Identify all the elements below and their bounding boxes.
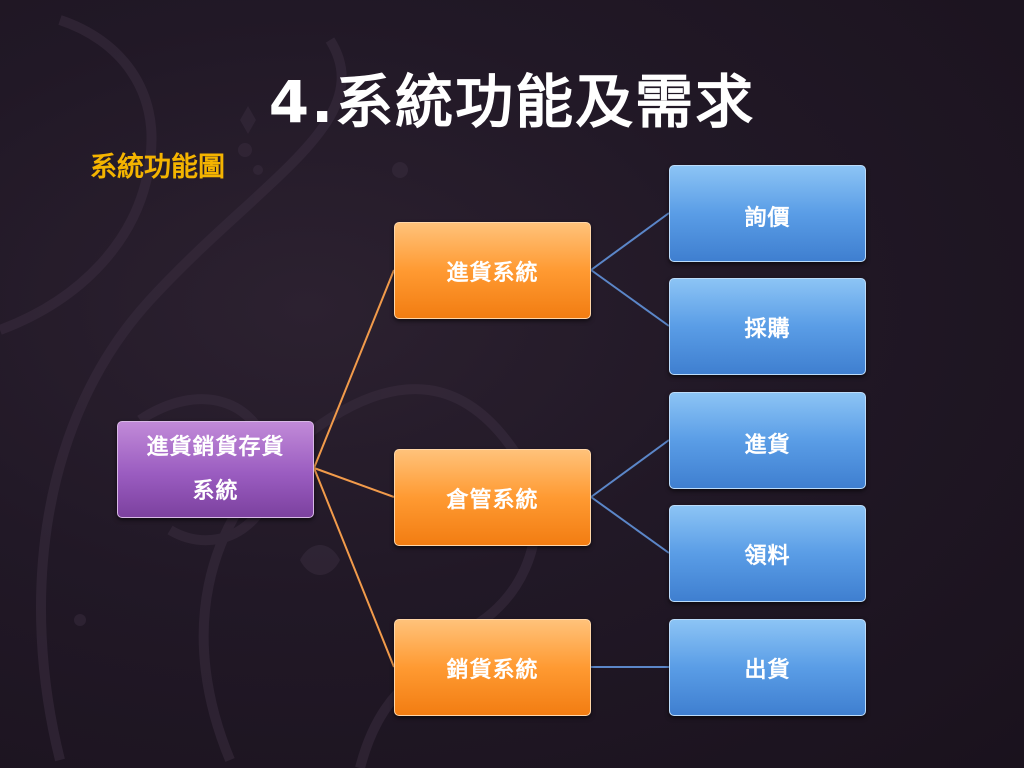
node-label: 領料: [744, 543, 791, 569]
node-warehouse-system: 倉管系統: [394, 449, 591, 546]
connector-root-warehouse: [313, 467, 395, 498]
diagram-heading: 系統功能圖: [90, 152, 225, 183]
connector-purchase-inquiry: [590, 212, 670, 271]
node-label: 出貨: [744, 657, 791, 683]
connector-warehouse-issue: [590, 496, 670, 554]
node-purchase-system: 進貨系統: [394, 222, 591, 319]
node-sales-system: 銷貨系統: [394, 619, 591, 716]
connector-purchase-buy: [590, 269, 670, 327]
connector-root-purchase: [313, 269, 395, 469]
connector-root-sales: [313, 467, 395, 668]
node-inquiry: 詢價: [669, 165, 866, 262]
node-label: 倉管系統: [446, 487, 539, 513]
node-label: 詢價: [744, 206, 791, 231]
node-label: 銷貨系統: [446, 657, 539, 683]
slide-title: 4.系統功能及需求: [268, 68, 756, 136]
root-node-label-line2: 系統: [192, 478, 239, 504]
node-receiving: 進貨: [669, 392, 866, 489]
root-node: 進貨銷貨存貨 系統: [117, 421, 314, 518]
node-shipping: 出貨: [669, 619, 866, 716]
node-label: 進貨: [744, 433, 791, 458]
node-label: 採購: [744, 316, 791, 342]
root-node-label-line1: 進貨銷貨存貨: [146, 434, 285, 460]
node-material-issue: 領料: [669, 505, 866, 602]
node-label: 進貨系統: [446, 260, 539, 286]
node-procurement: 採購: [669, 278, 866, 375]
connector-warehouse-receive: [590, 439, 670, 498]
